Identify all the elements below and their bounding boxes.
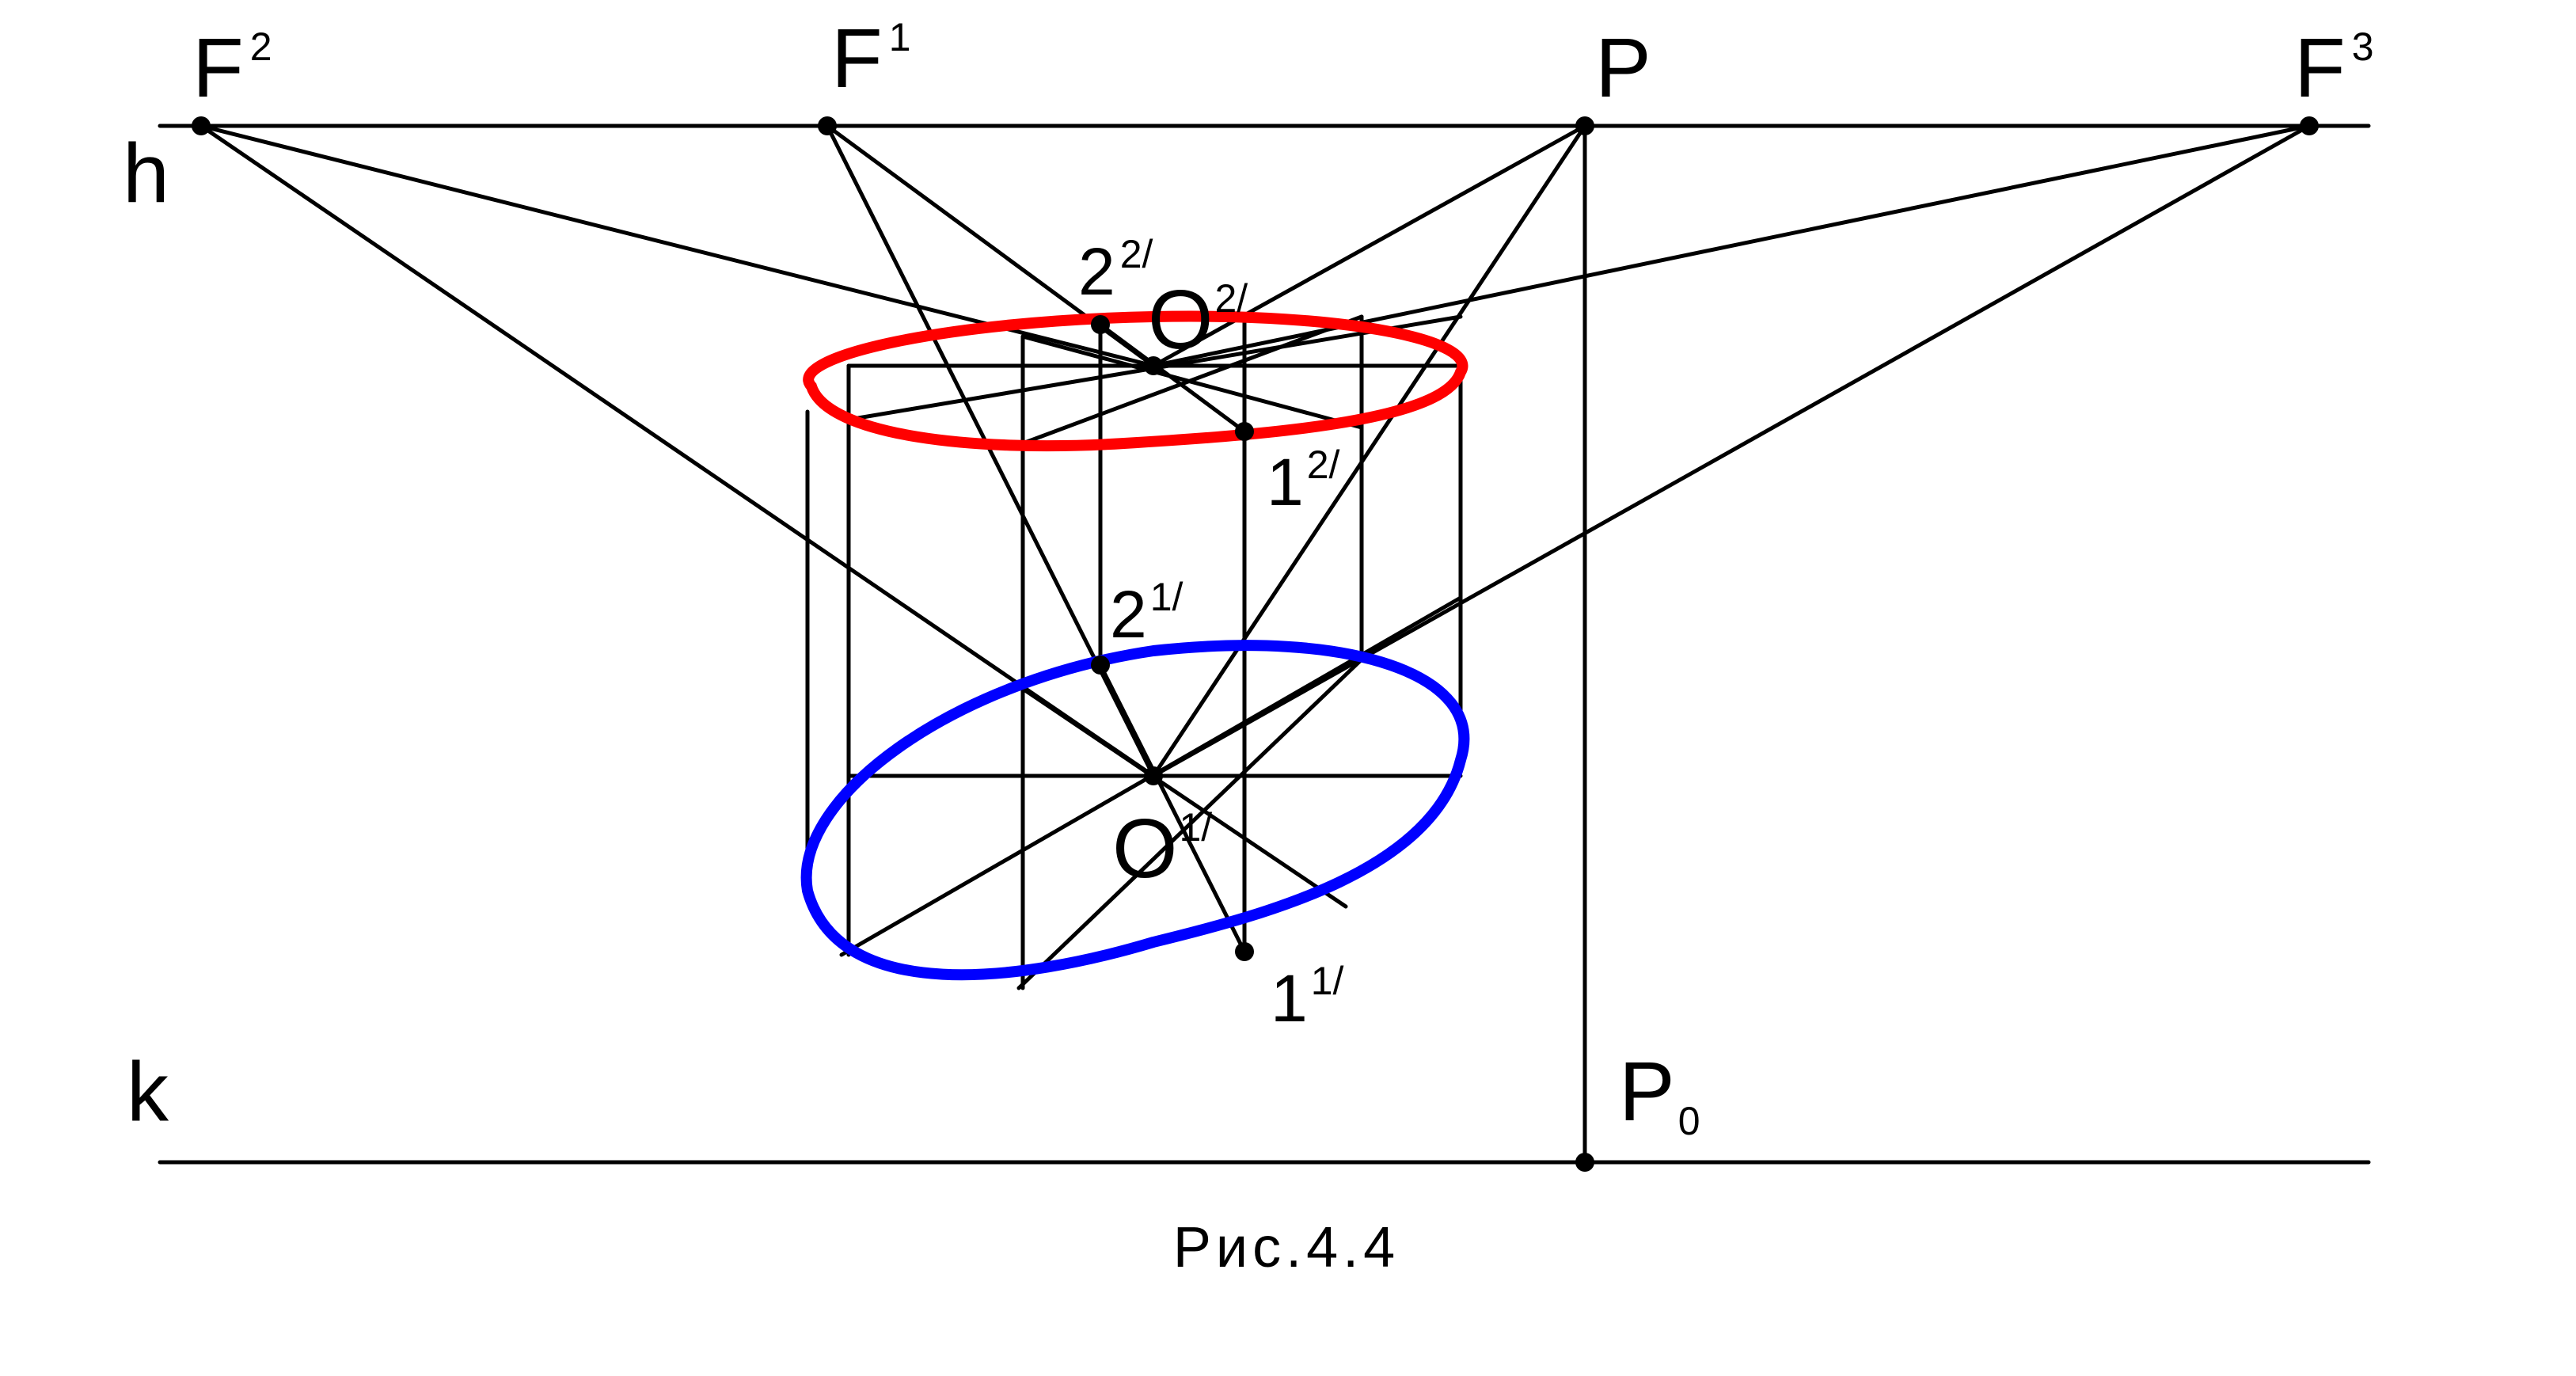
point-p xyxy=(1575,116,1594,135)
marked-points xyxy=(192,116,2319,1172)
figure-caption: Рис.4.4 xyxy=(1173,1216,1400,1279)
point-o2 xyxy=(1144,356,1163,375)
point-2-2 xyxy=(1091,315,1110,334)
ray-f2-lower xyxy=(199,124,1156,778)
lower-ellipse-blue xyxy=(800,640,1470,981)
point-o1 xyxy=(1144,766,1163,785)
point-p0 xyxy=(1575,1153,1594,1172)
label-o1: O1/ xyxy=(1112,802,1212,895)
upper-chord-d xyxy=(1098,322,1247,434)
upper-ellipse-red xyxy=(803,310,1468,452)
label-p0: P0 xyxy=(1619,1045,1700,1143)
label-h: h xyxy=(123,127,169,220)
ray-p-lower xyxy=(1151,124,1587,778)
label-k: k xyxy=(127,1045,169,1138)
label-1-1: 11/ xyxy=(1271,959,1344,1036)
point-1-2 xyxy=(1235,422,1254,441)
lower-chord-c xyxy=(1020,686,1348,909)
upper-section-lines xyxy=(846,314,1463,446)
point-2-1 xyxy=(1091,656,1110,675)
label-2-1: 21/ xyxy=(1110,575,1184,652)
point-f3 xyxy=(2300,116,2319,135)
lower-chord-d xyxy=(1098,663,1247,954)
label-1-2: 12/ xyxy=(1267,443,1340,519)
label-o2: O2/ xyxy=(1148,273,1248,367)
ray-p-upper xyxy=(1151,124,1587,368)
construction-lines xyxy=(199,124,2312,778)
point-1-1 xyxy=(1235,942,1254,961)
upper-chord-c xyxy=(1020,334,1364,430)
lower-chord-b xyxy=(1016,657,1364,990)
point-f2 xyxy=(192,116,211,135)
ray-f1-lower xyxy=(825,124,1156,778)
ray-f3-lower xyxy=(1151,124,2312,778)
point-f1 xyxy=(818,116,837,135)
label-p: P xyxy=(1595,21,1651,115)
